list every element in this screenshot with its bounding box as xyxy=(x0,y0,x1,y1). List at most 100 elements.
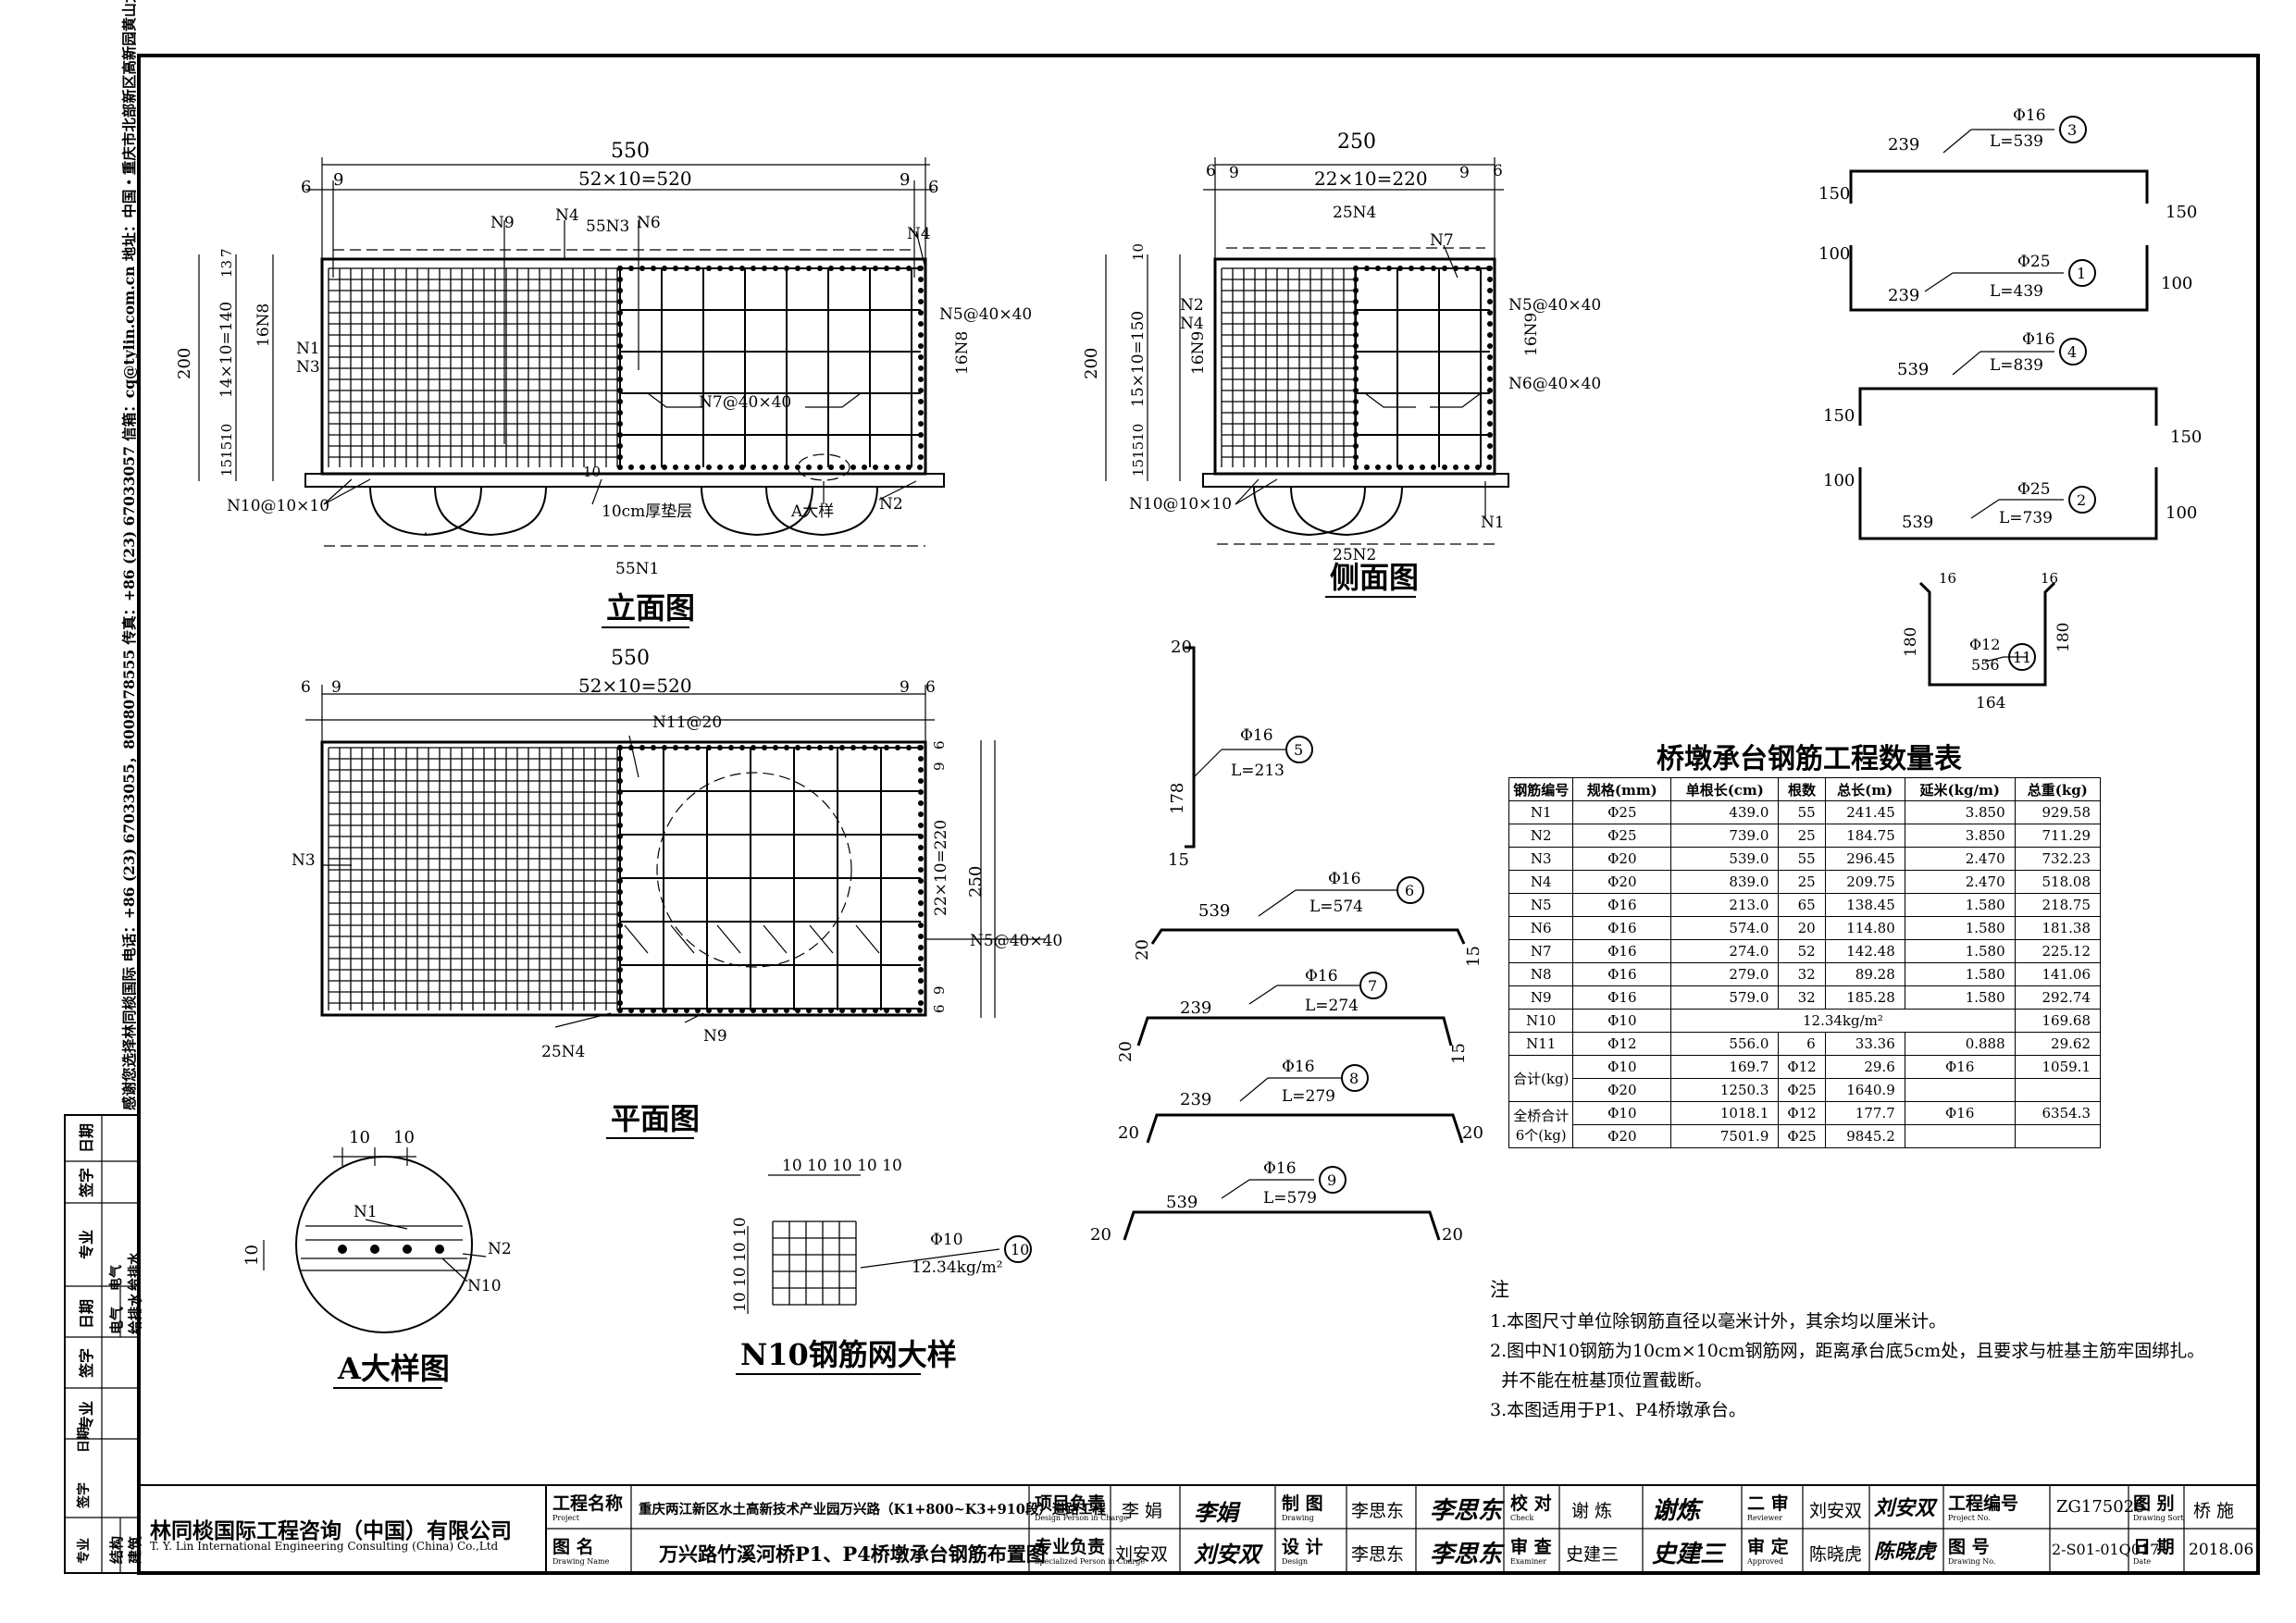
n10-detail-weight: 12.34kg/m² xyxy=(912,1258,1003,1277)
table-cell: N2 xyxy=(1508,824,1574,848)
table-cell: 292.74 xyxy=(2014,985,2102,1010)
elev-label-10: 10 xyxy=(583,464,601,480)
table-cell: Φ16 xyxy=(1572,939,1672,963)
bar1-num: 1 xyxy=(2077,265,2086,282)
elev-label-n6: N6 xyxy=(637,214,661,232)
contact-info: 感谢您选择林同棪国际 电话：+86 (23) 67033055，80080785… xyxy=(120,0,138,1110)
bar5-num: 5 xyxy=(1294,741,1303,759)
bar4-dim: 150 xyxy=(1823,406,1855,426)
table-header-cell: 规格(mm) xyxy=(1572,777,1672,801)
table-cell: 89.28 xyxy=(1824,962,1905,986)
elev-label-16n8-left: 16N8 xyxy=(254,304,273,347)
draw-signature: 李思东 xyxy=(1430,1497,1503,1525)
table-cell: Φ16 xyxy=(1904,1101,2016,1125)
elev-label-n9: N9 xyxy=(490,214,515,232)
plan-dim-d: 6 xyxy=(925,678,936,697)
table-cell: Φ25 xyxy=(1572,824,1672,848)
table-cell: 32 xyxy=(1778,985,1826,1010)
bar4-dim: 539 xyxy=(1897,360,1929,379)
note-item: 并不能在桩基顶位置截断。 xyxy=(1490,1370,1713,1391)
notes: 注 1.本图尺寸单位除钢筋直径以毫米计外，其余均以厘米计。 2.图中N10钢筋为… xyxy=(1490,1275,2204,1425)
table-cell: Φ10 xyxy=(1572,1009,1672,1033)
date: 2018.06 xyxy=(2189,1541,2254,1559)
table-cell: 169.68 xyxy=(2014,1009,2102,1033)
table-cell: 711.29 xyxy=(2014,824,2102,848)
side-label-n2: N2 xyxy=(1180,296,1204,315)
table-cell: 25 xyxy=(1778,870,1826,894)
side-label-n1: N1 xyxy=(1481,514,1505,532)
bar7-num: 7 xyxy=(1368,977,1377,995)
approved-label-en: Approved xyxy=(1747,1557,1784,1566)
plan-label-25n4: 25N4 xyxy=(541,1043,585,1061)
plan-dim-mid: 52×10=520 xyxy=(578,675,692,697)
table-cell: Φ16 xyxy=(1904,1055,2016,1079)
table-cell: 138.45 xyxy=(1824,893,1905,917)
bar9-dim: 20 xyxy=(1442,1225,1463,1245)
approved-name: 陈晓虎 xyxy=(1809,1544,1863,1565)
stamp-label: 签字 xyxy=(77,1482,92,1508)
sort-label-en: Drawing Sort xyxy=(2133,1514,2184,1522)
bar8-dim: 239 xyxy=(1180,1090,1211,1109)
table-cell: Φ25 xyxy=(1572,800,1672,824)
bar11-dim: 180 xyxy=(1902,627,1920,657)
bar6-dia: Φ16 xyxy=(1328,870,1361,888)
elev-label-n3: N3 xyxy=(296,358,320,377)
spec-label: 专业负责 xyxy=(1035,1537,1106,1557)
plan-dim-r9: 9 xyxy=(931,762,948,771)
table-cell: 177.7 xyxy=(1824,1101,1905,1125)
n10-detail-left-dims: 10 10 10 10 xyxy=(731,1217,750,1312)
check-signature: 谢炼 xyxy=(1652,1497,1701,1525)
plan-title: 平面图 xyxy=(611,1101,700,1136)
table-cell: 556.0 xyxy=(1670,1032,1780,1056)
table-cell: 0.888 xyxy=(1904,1032,2016,1056)
side-dim-d: 6 xyxy=(1493,162,1503,180)
table-cell: Φ16 xyxy=(1572,985,1672,1010)
side-view-title: 侧面图 xyxy=(1330,560,1419,595)
reviewer-label-en: Reviewer xyxy=(1747,1514,1782,1522)
drawing-name-label-en: Drawing Name xyxy=(552,1557,610,1566)
bar5-dim: 15 xyxy=(1168,850,1189,870)
elevation-view xyxy=(198,157,945,547)
n10-mesh-detail xyxy=(747,1174,1032,1314)
table-cell: Φ16 xyxy=(1572,916,1672,940)
bar11-dim: 16 xyxy=(1939,570,1956,587)
company-name-cn: 林同棪国际工程咨询（中国）有限公司 xyxy=(150,1518,512,1543)
table-cell: 9845.2 xyxy=(1824,1124,1905,1148)
table-cell: 1250.3 xyxy=(1670,1078,1780,1102)
drawing-name-label: 图 名 xyxy=(552,1537,594,1557)
table-cell xyxy=(2014,1078,2102,1102)
table-cell: 929.58 xyxy=(2014,800,2102,824)
bar2-dim: 539 xyxy=(1902,513,1933,532)
stamp-col-label: 电气 xyxy=(108,1306,125,1334)
elev-dim-a: 6 xyxy=(301,178,311,197)
side-label-n4: N4 xyxy=(1180,315,1204,333)
bar3-dim: 150 xyxy=(2166,203,2197,222)
table-cell: 1.580 xyxy=(1904,893,2016,917)
plan-dim-a: 6 xyxy=(301,678,311,697)
bar9-dim: 20 xyxy=(1090,1225,1111,1245)
table-cell: N1 xyxy=(1508,800,1574,824)
elev-dim-total: 550 xyxy=(611,140,650,163)
bar2-dia: Φ25 xyxy=(2017,480,2051,499)
stamp-col-label: 结构 xyxy=(108,1535,125,1564)
a-detail-dim-2: 10 xyxy=(393,1128,415,1147)
elev-dim-top2: 7 xyxy=(218,248,235,257)
elev-dim-mid: 52×10=520 xyxy=(578,167,692,190)
plan-label-n9: N9 xyxy=(703,1027,727,1046)
notes-heading: 注 xyxy=(1490,1279,1509,1301)
stamp-label: 日期 xyxy=(77,1427,92,1453)
bar7-len: L=274 xyxy=(1305,997,1359,1015)
bar7-dia: Φ16 xyxy=(1305,967,1338,985)
stamp-label: 给排水 xyxy=(128,1252,143,1291)
table-cell: 839.0 xyxy=(1670,870,1780,894)
bar4-dim: 150 xyxy=(2170,427,2202,447)
elev-dim-c: 9 xyxy=(900,170,910,190)
bar3-dim: 150 xyxy=(1818,184,1850,204)
bar11-len: 556 xyxy=(1971,656,2000,674)
a-detail-dim-h: 10 xyxy=(242,1245,262,1266)
